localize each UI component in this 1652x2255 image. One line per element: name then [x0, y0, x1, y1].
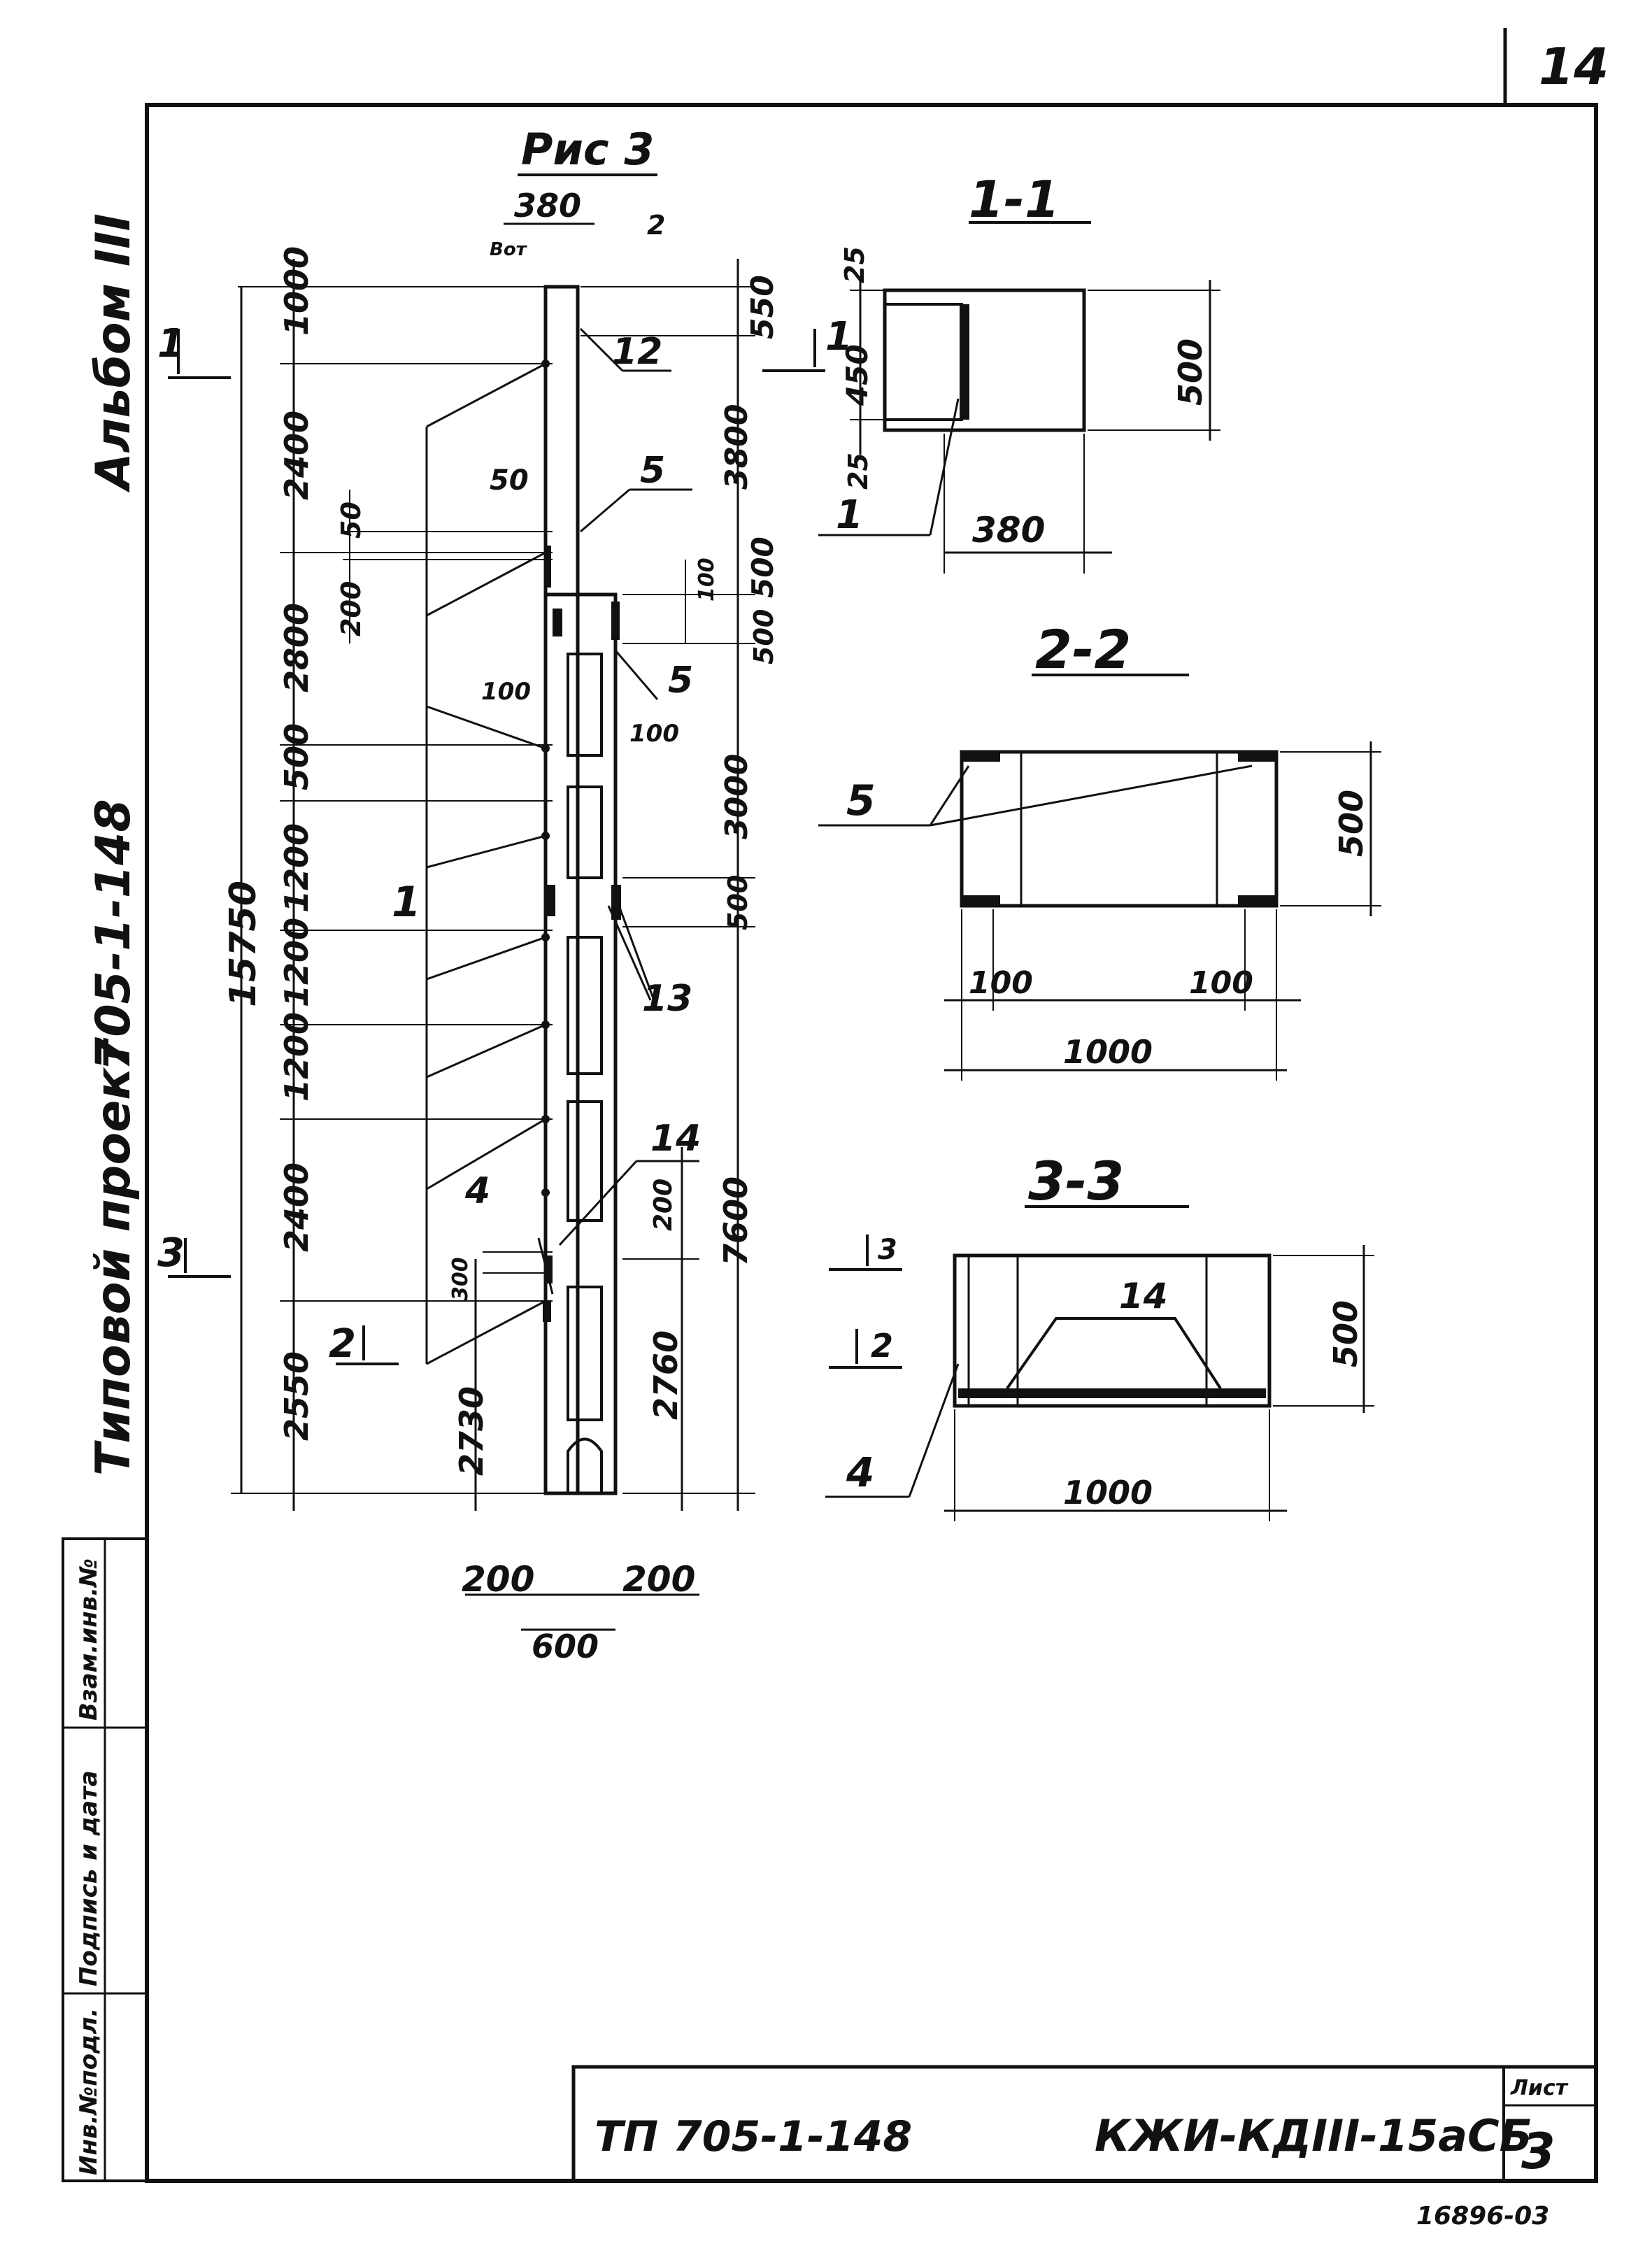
- dim-500-r1: 500: [746, 536, 780, 598]
- sec1-dim-25-bot: 25: [843, 453, 874, 490]
- section-1-drawing: [818, 280, 1220, 574]
- sec1-dim-25-top: 25: [839, 246, 870, 283]
- dim-2730: 2730: [453, 1386, 490, 1476]
- cut-1-right: 1: [825, 314, 853, 360]
- dim-200-r: 200: [649, 1179, 678, 1231]
- callout-14: 14: [650, 1118, 701, 1160]
- callout-5-top: 5: [640, 450, 665, 492]
- stamp-right: КЖИ-КДIII-15аСБ: [1095, 2110, 1532, 2161]
- dim-2550: 2550: [278, 1351, 315, 1441]
- dim-3000: 3000: [719, 754, 755, 839]
- stamp-left: ТП 705-1-148: [594, 2112, 912, 2161]
- sec1-dim-380: 380: [972, 510, 1045, 550]
- project-label: Типовой проект: [86, 1038, 141, 1476]
- sec3-dim-1000: 1000: [1063, 1474, 1153, 1511]
- dim-2400-bot: 2400: [278, 1162, 315, 1252]
- dim-300: 300: [448, 1257, 473, 1301]
- dim-200-left: 200: [336, 581, 366, 636]
- dim-200-br: 200: [622, 1559, 695, 1600]
- sec3-cut-3: 3: [878, 1234, 897, 1266]
- mark-2-top: 2: [647, 210, 665, 241]
- project-number: 705-1-148: [86, 799, 141, 1070]
- dim-600: 600: [532, 1628, 599, 1665]
- sheet-number: 3: [1521, 2123, 1555, 2180]
- section-2-drawing: [818, 741, 1381, 1081]
- sec2-dim-100-right: 100: [1189, 965, 1253, 1001]
- section-3-title: 3-3: [1028, 1150, 1124, 1212]
- dim-100-r: 100: [695, 557, 719, 602]
- callout-13: 13: [642, 978, 692, 1020]
- dim-500-r2: 500: [748, 609, 779, 664]
- sec3-callout-14: 14: [1119, 1276, 1168, 1316]
- callout-12: 12: [612, 331, 662, 373]
- right-dimension-chain: [581, 259, 755, 1511]
- sec1-dim-450: 450: [840, 344, 874, 406]
- dim-100-left: 100: [481, 678, 531, 706]
- cut-3-left: 3: [157, 1230, 185, 1276]
- top-width-dim: 380: [514, 187, 581, 225]
- sec2-dim-1000: 1000: [1063, 1033, 1153, 1071]
- sec1-dim-500: 500: [1172, 339, 1209, 406]
- dim-2760: 2760: [647, 1330, 685, 1420]
- cut-1-left: 1: [157, 321, 185, 367]
- dim-200-bl: 200: [462, 1559, 534, 1600]
- page-number: 14: [1539, 37, 1609, 96]
- mark-bot: Вот: [490, 239, 528, 260]
- left-dimension-chain: [231, 259, 553, 1511]
- sec1-callout-1: 1: [836, 492, 863, 538]
- callout-5-mid: 5: [668, 660, 693, 702]
- elevation-leaders: [425, 327, 699, 1365]
- album-label: Альбом III: [86, 213, 141, 493]
- dim-1200-b: 1200: [278, 918, 315, 1007]
- dim-3800: 3800: [719, 404, 755, 490]
- sec3-dim-500: 500: [1327, 1300, 1365, 1367]
- elevation-column: [541, 285, 621, 1495]
- dim-50-a: 50: [490, 464, 529, 497]
- sheet-label: Лист: [1510, 2076, 1569, 2100]
- dim-1200-a: 1200: [278, 823, 315, 913]
- sec2-dim-100-left: 100: [969, 965, 1033, 1001]
- cut-2-left: 2: [329, 1321, 356, 1367]
- dim-500-r3: 500: [722, 875, 753, 930]
- callout-100: 100: [629, 720, 679, 748]
- archive-number: 16896-03: [1416, 2202, 1549, 2231]
- dim-1000: 1000: [278, 246, 315, 336]
- sec2-dim-500: 500: [1332, 790, 1370, 857]
- side-stamp-inv: Инв.№подл.: [75, 2008, 103, 2175]
- callout-1: 1: [392, 878, 421, 927]
- sec3-cut-2: 2: [871, 1327, 893, 1365]
- dim-2800: 2800: [278, 603, 315, 692]
- dim-7600: 7600: [717, 1176, 755, 1266]
- dim-2400-top: 2400: [278, 411, 315, 500]
- side-stamp-sign: Подпись и дата: [75, 1770, 103, 1986]
- dim-500: 500: [278, 723, 315, 790]
- dim-overall: 15750: [222, 881, 264, 1007]
- section-2-title: 2-2: [1035, 618, 1131, 681]
- sec3-callout-4: 4: [846, 1449, 874, 1496]
- dim-1200-c: 1200: [278, 1012, 315, 1102]
- figure-title: Рис 3: [521, 124, 654, 175]
- sec2-callout-5: 5: [846, 776, 876, 825]
- side-stamp-replace: Взам.инв.№: [75, 1558, 103, 1721]
- section-1-title: 1-1: [969, 170, 1060, 229]
- cut-markers: [168, 329, 825, 1365]
- dim-550: 550: [745, 275, 781, 339]
- callout-4: 4: [464, 1170, 490, 1212]
- section-3-drawing: [825, 1235, 1374, 1521]
- dim-50-b: 50: [336, 501, 366, 539]
- title-block: [571, 2065, 1598, 2183]
